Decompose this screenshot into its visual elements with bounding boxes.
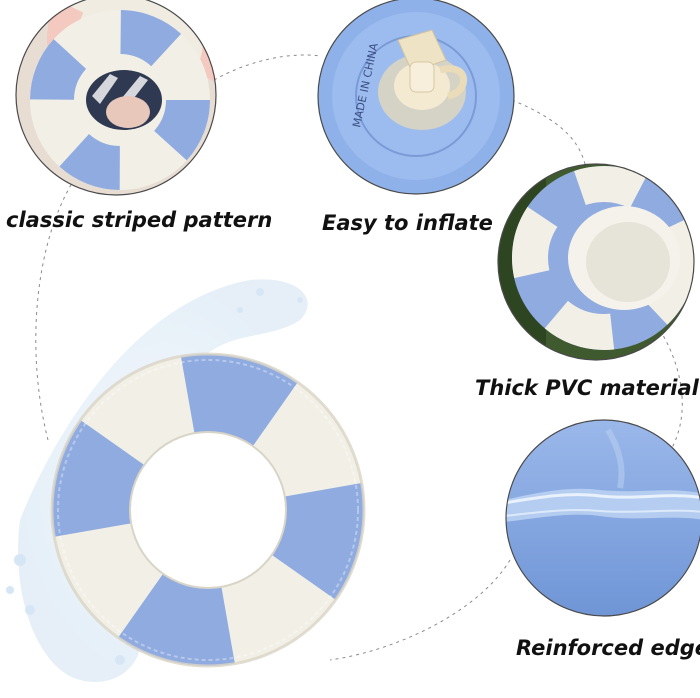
striped-pattern-closeup bbox=[16, 0, 216, 195]
caption-classic-striped-pattern: classic striped pattern bbox=[6, 208, 273, 232]
caption-easy-to-inflate: Easy to inflate bbox=[322, 211, 493, 235]
caption-reinforced-edge: Reinforced edge bbox=[516, 636, 700, 660]
swim-ring-main bbox=[50, 352, 366, 668]
pvc-material-closeup bbox=[498, 164, 694, 360]
reinforced-edge-closeup bbox=[506, 420, 700, 616]
caption-thick-pvc-material: Thick PVC material bbox=[475, 376, 699, 400]
valve-closeup: MADE IN CHINA bbox=[318, 0, 514, 194]
